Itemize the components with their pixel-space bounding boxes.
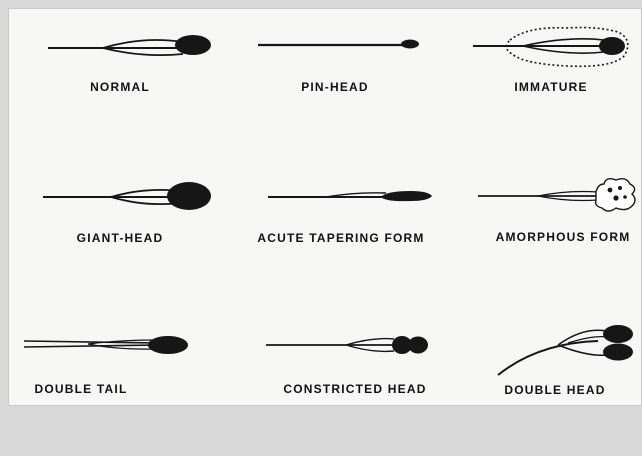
- form-acute-tapering: ACUTE TAPERING FORM: [236, 173, 450, 303]
- giant-head-sperm-icon: [33, 173, 247, 223]
- form-double-head: DOUBLE HEAD: [428, 313, 642, 443]
- form-label: AMORPHOUS FORM: [456, 230, 642, 244]
- normal-sperm-icon: [33, 28, 247, 88]
- form-constricted-head: CONSTRICTED HEAD: [236, 326, 450, 456]
- double-head-sperm-icon: [428, 313, 642, 383]
- form-pin-head: PIN-HEAD: [236, 28, 450, 158]
- constricted-head-sperm-icon: [236, 326, 450, 366]
- form-label: NORMAL: [13, 80, 227, 94]
- form-immature: IMMATURE: [428, 20, 642, 150]
- form-label: IMMATURE: [444, 80, 642, 94]
- double-tail-sperm-icon: [18, 326, 232, 366]
- form-label: ACUTE TAPERING FORM: [234, 231, 448, 245]
- form-giant-head: GIANT-HEAD: [33, 173, 247, 303]
- amorphous-sperm-icon: [428, 168, 642, 228]
- form-label: DOUBLE HEAD: [448, 383, 642, 397]
- form-normal: NORMAL: [33, 28, 247, 158]
- form-double-tail: DOUBLE TAIL: [18, 326, 232, 456]
- form-label: PIN-HEAD: [228, 80, 442, 94]
- pin-head-sperm-icon: [236, 28, 450, 88]
- form-amorphous: AMORPHOUS FORM: [428, 168, 642, 298]
- immature-sperm-icon: [428, 20, 642, 80]
- form-label: DOUBLE TAIL: [0, 382, 188, 396]
- acute-tapering-sperm-icon: [236, 173, 450, 223]
- form-label: GIANT-HEAD: [13, 231, 227, 245]
- diagram-sheet: NORMAL PIN-HEAD IMMATURE GIANT-HEAD: [8, 8, 642, 406]
